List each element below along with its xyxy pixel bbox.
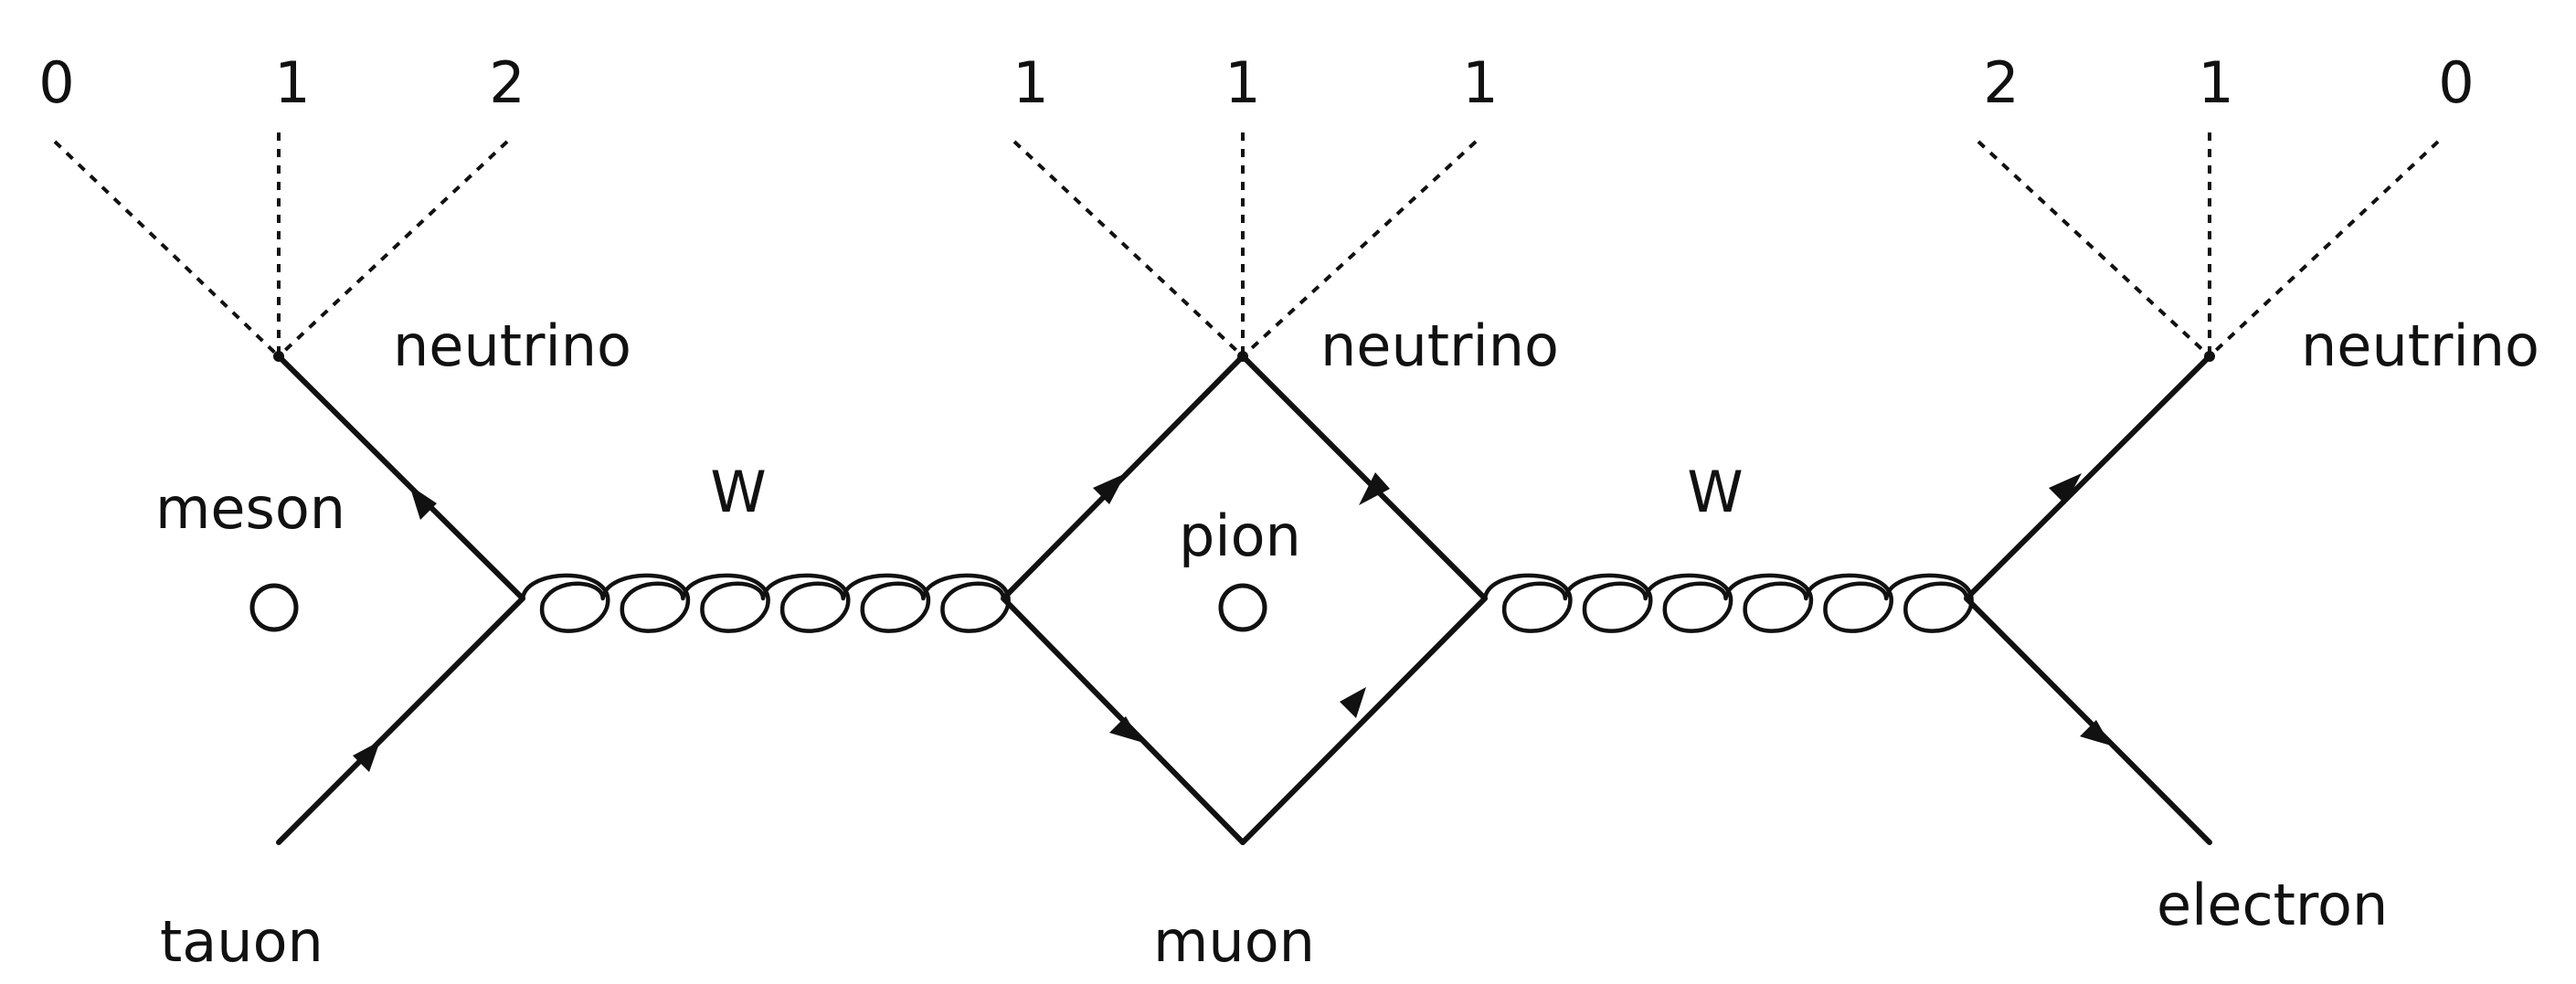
w-boson-left-coil (520, 573, 1011, 633)
w-boson-right-coil (1482, 573, 1974, 633)
neutrino-mid-label: neutrino (1320, 312, 1559, 379)
right-number-1: 1 (2198, 49, 2233, 116)
right-vertex-numbers: 2 1 0 (1983, 49, 2474, 116)
right-number-2: 0 (2438, 49, 2474, 116)
left-number-1: 1 (274, 49, 310, 116)
right-neutrino-line (1964, 354, 2212, 601)
loop-upper-right (1240, 354, 1488, 601)
muon-label: muon (1153, 908, 1315, 975)
meson-label: meson (155, 475, 345, 542)
middle-vertex-numbers: 1 1 1 (1012, 49, 1498, 116)
meson-arrow (409, 485, 437, 520)
right-neutrino-arrow (2049, 473, 2082, 504)
neutrino-right-label: neutrino (2301, 312, 2539, 379)
left-vertex-numbers: 0 1 2 (38, 49, 525, 116)
middle-number-1: 1 (1224, 49, 1260, 116)
pion-label: pion (1179, 503, 1301, 569)
right-fan-line-2 (2208, 140, 2440, 358)
left-number-2: 2 (489, 49, 525, 116)
electron-line (1964, 596, 2212, 845)
loop-lower-right-arrow (1340, 687, 1366, 718)
middle-number-2: 1 (1462, 49, 1498, 116)
loop-lower-left-arrow (1109, 716, 1140, 742)
meson-circle (249, 583, 299, 632)
right-number-0: 2 (1983, 49, 2019, 116)
tauon-label: tauon (160, 908, 323, 975)
w-left-label: W (710, 459, 766, 525)
tauon-line (276, 596, 525, 845)
middle-number-0: 1 (1012, 49, 1048, 116)
loop-upper-left-arrow (1093, 473, 1126, 504)
pion-circle (1218, 583, 1267, 632)
right-fan-line-0 (1977, 140, 2211, 358)
meson-neutrino-line (276, 354, 525, 601)
w-right-label: W (1687, 459, 1743, 525)
pion-loop (1001, 354, 1488, 845)
left-fan-line-0 (53, 140, 281, 358)
left-fan-line-2 (277, 140, 509, 358)
left-fermion-lines (276, 354, 525, 845)
electron-label: electron (2157, 872, 2388, 938)
middle-fan-line-0 (1012, 140, 1245, 358)
electron-arrow (2080, 720, 2111, 746)
loop-upper-right-arrow (1359, 472, 1390, 505)
tauon-arrow (353, 741, 380, 772)
loop-lower-right (1240, 596, 1488, 845)
left-number-0: 0 (38, 49, 74, 116)
neutrino-left-label: neutrino (393, 312, 631, 379)
middle-fan-line-2 (1241, 140, 1478, 358)
right-fermion-lines (1964, 354, 2212, 845)
